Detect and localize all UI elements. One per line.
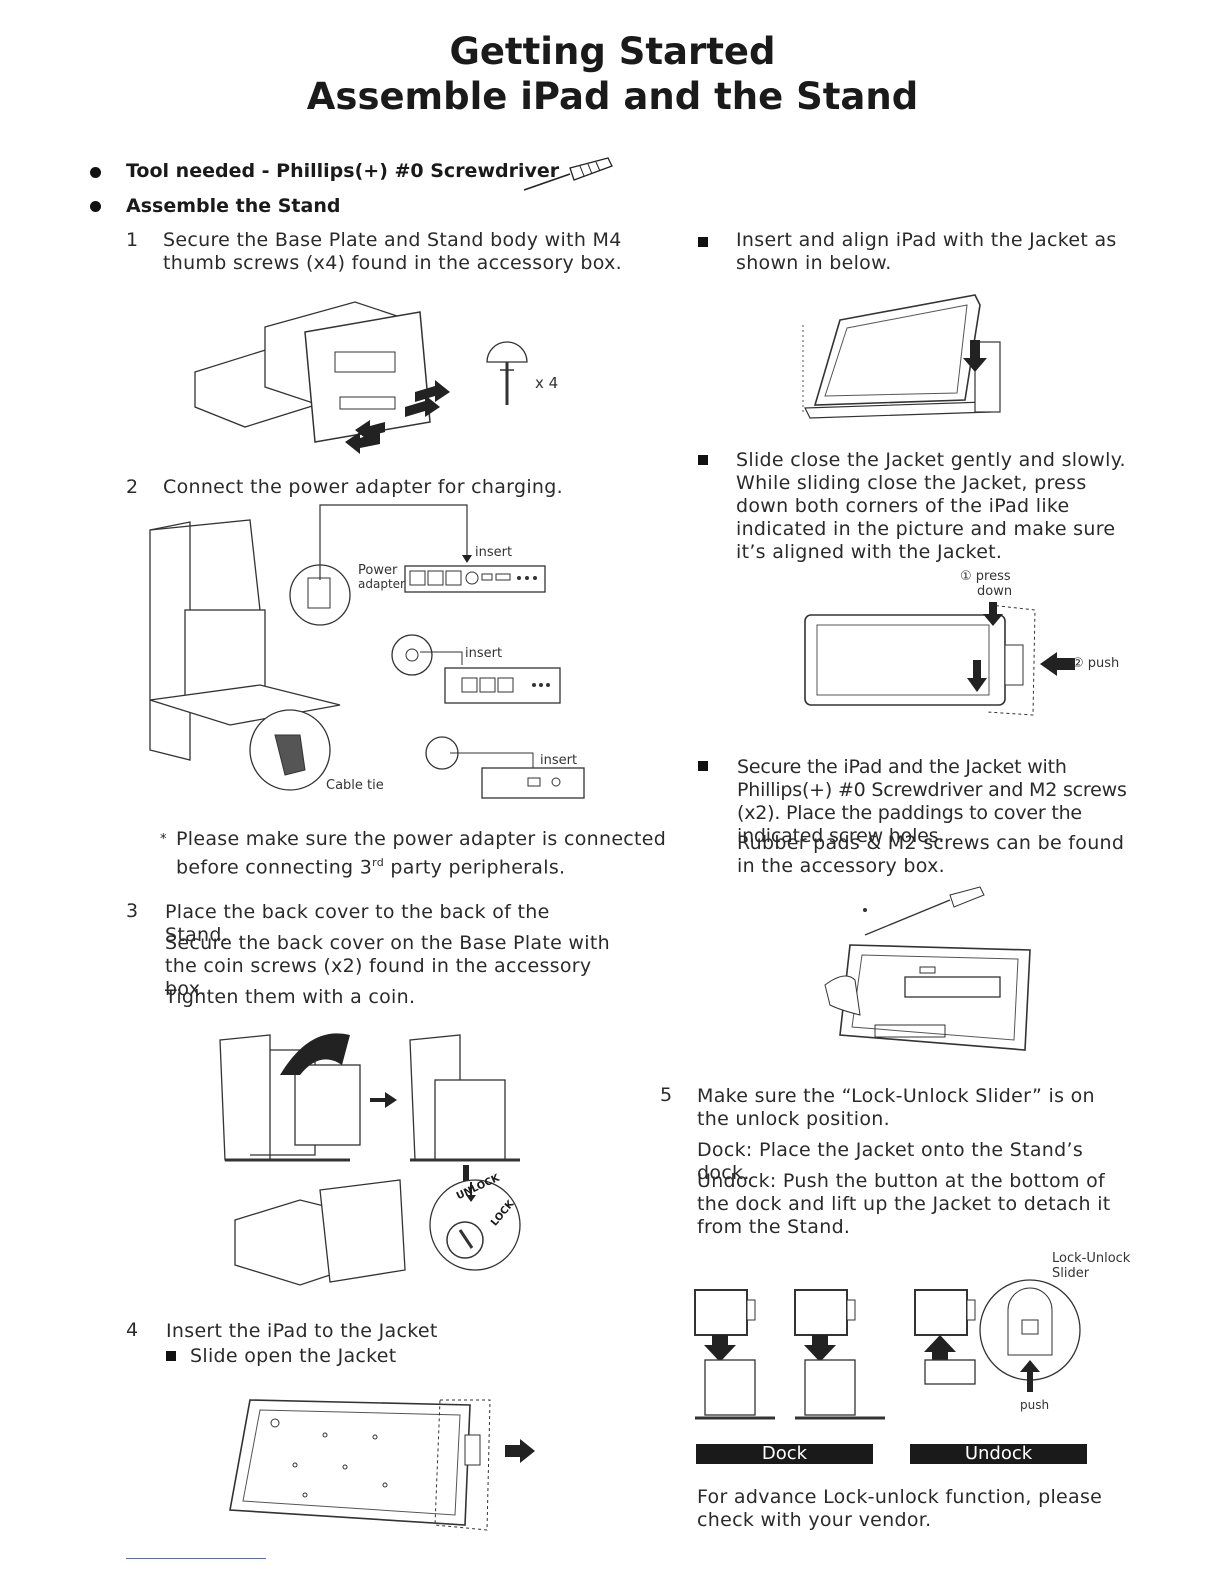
undock-label-bar: Undock [910, 1444, 1087, 1464]
ipad-insert-illustration [795, 290, 1020, 425]
quantity-label: x 4 [535, 374, 558, 392]
footer-note: For advance Lock-unlock function, please… [697, 1486, 1137, 1532]
bullet-dot [90, 201, 101, 212]
step-4-text: Insert the iPad to the Jacket [166, 1320, 438, 1343]
thumb-screw-icon [482, 340, 532, 410]
step-3-line: Tighten them with a coin. [165, 986, 415, 1009]
rubber-pads-text: Rubber pads & M2 screws can be found in … [737, 832, 1132, 878]
insert-align-text: Insert and align iPad with the Jacket as… [736, 229, 1131, 275]
cable-tie-label: Cable tie [326, 778, 384, 793]
step-4-sub: Slide open the Jacket [190, 1345, 397, 1368]
dock-undock-illustration [690, 1260, 1090, 1420]
insert-label: insert [465, 646, 502, 661]
step-number: 3 [126, 900, 138, 922]
square-bullet [166, 1351, 176, 1361]
step-number: 4 [126, 1319, 138, 1341]
base-plate-illustration [185, 292, 455, 457]
step-2-text: Connect the power adapter for charging. [163, 476, 563, 499]
insert-label: insert [475, 545, 512, 560]
note-asterisk: * [160, 832, 167, 847]
back-cover-illustration [210, 1020, 540, 1300]
step-1-text: Secure the Base Plate and Stand body wit… [163, 229, 623, 275]
page-title: Getting Started [0, 30, 1225, 74]
slide-close-illustration [795, 600, 1075, 720]
jacket-open-illustration [225, 1395, 545, 1540]
secure-screws-illustration [820, 885, 1050, 1060]
note-line: Please make sure the power adapter is co… [176, 828, 666, 851]
bullet-dot [90, 167, 101, 178]
page-subtitle: Assemble iPad and the Stand [0, 75, 1225, 119]
power-adapter-illustration [130, 500, 600, 810]
step-number: 5 [660, 1084, 672, 1106]
tool-needed-heading: Tool needed - Phillips(+) #0 Screwdriver [126, 160, 559, 182]
step-number: 1 [126, 229, 138, 251]
dock-label-bar: Dock [696, 1444, 873, 1464]
power-adapter-label: Power [358, 563, 397, 578]
power-adapter-label: adapter [358, 577, 405, 591]
square-bullet [698, 455, 708, 465]
square-bullet [698, 761, 708, 771]
footnote-rule [126, 1558, 266, 1559]
note-line: before connecting 3rd party peripherals. [176, 851, 565, 879]
screwdriver-icon [520, 152, 615, 194]
slide-close-text: Slide close the Jacket gently and slowly… [736, 449, 1131, 564]
push-label: push [1020, 1398, 1049, 1412]
step-number: 2 [126, 476, 138, 498]
press-down-label: ① press [960, 569, 1011, 584]
push-label: ② push [1072, 656, 1119, 671]
square-bullet [698, 237, 708, 247]
press-down-label: down [977, 584, 1012, 599]
assemble-stand-heading: Assemble the Stand [126, 195, 340, 217]
step-5-line: Make sure the “Lock-Unlock Slider” is on… [697, 1085, 1132, 1131]
insert-label: insert [540, 753, 577, 768]
step-5-line: Undock: Push the button at the bottom of… [697, 1170, 1132, 1239]
